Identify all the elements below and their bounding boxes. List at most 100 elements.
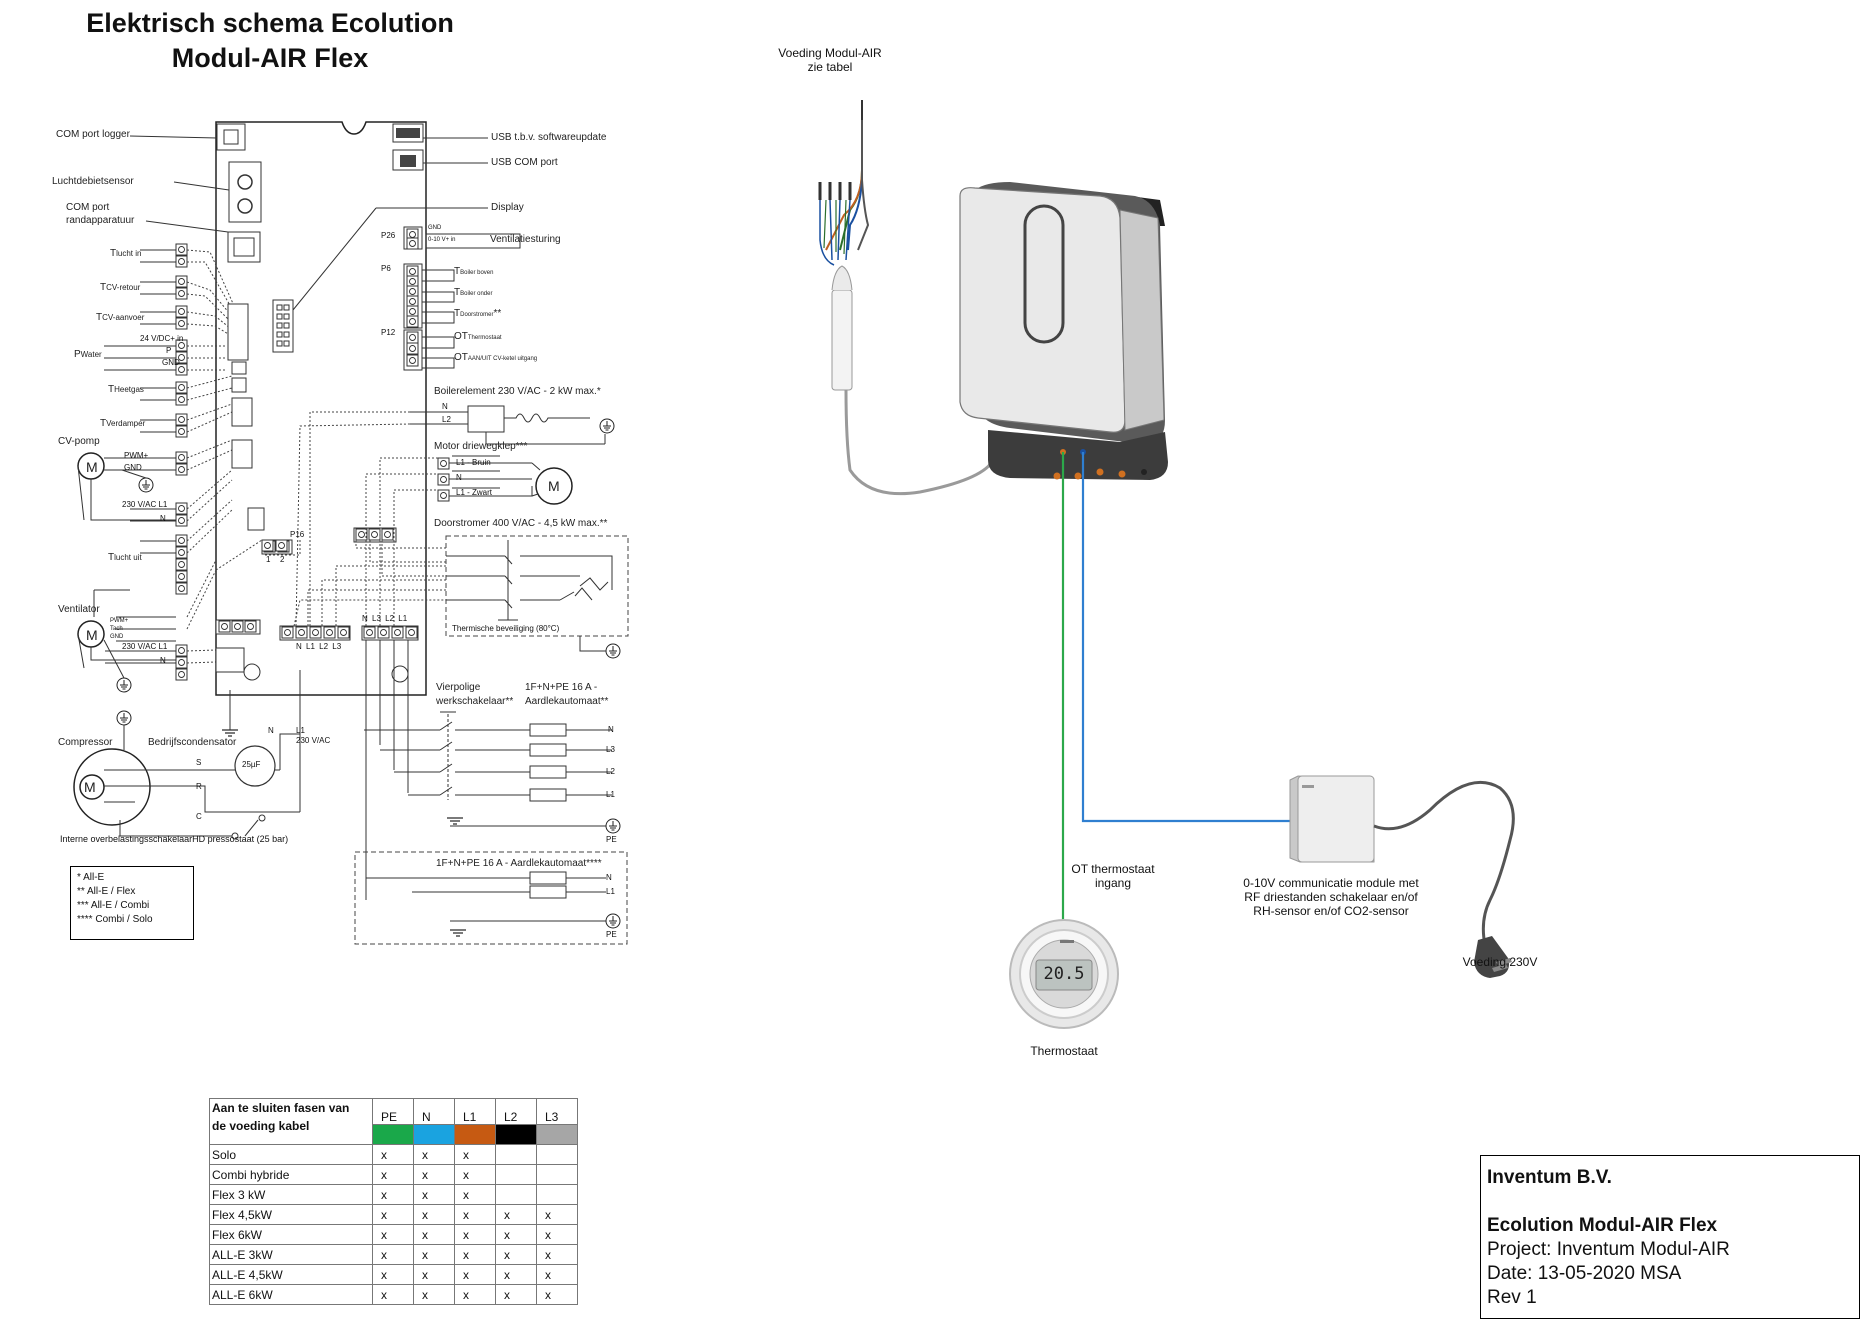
row-cell: x <box>413 1144 455 1165</box>
row-cell: x <box>454 1164 496 1185</box>
row-cell <box>536 1144 578 1165</box>
color-swatch-n <box>413 1124 455 1145</box>
label-c: C <box>196 812 202 821</box>
row-cell: x <box>372 1184 414 1205</box>
row-name: ALL-E 4,5kW <box>209 1264 373 1285</box>
label-t-lucht-uit: Tlucht uit <box>108 552 142 563</box>
thermostat-display: 20.5 <box>1043 964 1085 984</box>
label-display: Display <box>491 202 524 213</box>
label-motor-driewegklep: Motor driewegklep*** <box>434 441 528 452</box>
label-ventilator: Ventilator <box>58 604 100 615</box>
label-ot-aan-uit: OTAAN/UIT CV-ketel uitgang <box>454 352 538 363</box>
row-cell <box>536 1184 578 1205</box>
label-t-boiler-onder: TBoiler onder <box>454 287 493 298</box>
row-cell <box>495 1144 537 1165</box>
row-cell: x <box>454 1204 496 1225</box>
label-out2-n: N <box>606 873 612 882</box>
label-luchtdebietsensor: Luchtdebietsensor <box>52 176 134 187</box>
label-usb-com-port: USB COM port <box>491 157 558 168</box>
label-l1-zwart: L1 - Zwart <box>456 488 493 497</box>
label-doorstromer: Doorstromer 400 V/AC - 4,5 kW max.** <box>434 518 608 529</box>
label-p26-010: 0-10 V+ in <box>428 237 456 243</box>
label-pwm-vent: PWM+ <box>110 618 129 624</box>
legend-item: *** All-E / Combi <box>77 900 150 911</box>
motor-symbol-klep: M <box>548 478 560 494</box>
label-pe: PE <box>606 835 617 844</box>
row-name: Flex 4,5kW <box>209 1204 373 1225</box>
label-l1-bruin: L1 - Bruin <box>456 458 491 467</box>
row-cell: x <box>413 1244 455 1265</box>
label-cap: 25µF <box>242 760 261 769</box>
variant-legend: * All-E ** All-E / Flex *** All-E / Comb… <box>70 866 194 940</box>
label-t-cv-retour: TCV-retour <box>100 282 141 293</box>
row-cell: x <box>413 1164 455 1185</box>
label-230v-comp: 230 V/AC <box>296 736 331 745</box>
row-cell: x <box>413 1204 455 1225</box>
row-name: ALL-E 6kW <box>209 1284 373 1305</box>
label-gnd: GND <box>124 463 142 472</box>
label-p16-2: 2 <box>280 555 285 564</box>
label-p26-gnd: GND <box>428 225 442 231</box>
label-n-vent: N <box>160 656 166 665</box>
row-cell: x <box>372 1204 414 1225</box>
label-voeding-230v: Voeding 230V <box>1462 955 1538 969</box>
label-t-boiler-boven: TBoiler boven <box>454 266 494 277</box>
row-cell: x <box>454 1144 496 1165</box>
row-cell: x <box>536 1284 578 1305</box>
modul-air-unit <box>959 182 1168 480</box>
label-n: N <box>160 514 166 523</box>
label-aardlek-1b: Aardlekautomaat** <box>525 696 609 707</box>
color-swatch-pe <box>372 1124 414 1145</box>
label-com-port-1: COM port <box>66 202 110 213</box>
label-p-water: PWater <box>74 349 102 360</box>
legend-item: * All-E <box>77 872 105 883</box>
label-vierpolige-2: werkschakelaar** <box>436 696 514 707</box>
label-boilerelement: Boilerelement 230 V/AC - 2 kW max.* <box>434 386 601 397</box>
row-cell <box>536 1164 578 1185</box>
row-cell: x <box>413 1224 455 1245</box>
row-cell: x <box>536 1224 578 1245</box>
label-t-heetgas: THeetgas <box>108 384 144 395</box>
label-thermische-beveiliging: Thermische beveiliging (80°C) <box>452 624 560 633</box>
label-aardlek-1a: 1F+N+PE 16 A - <box>525 682 598 693</box>
label-communicatie-module: 0-10V communicatie module met RF driesta… <box>1243 876 1419 918</box>
label-out-n: N <box>608 725 614 734</box>
col-header-l2: L2 <box>495 1098 537 1125</box>
row-cell: x <box>495 1264 537 1285</box>
label-ot-thermostaat: OTThermostaat <box>454 331 502 342</box>
row-cell: x <box>495 1244 537 1265</box>
row-cell: x <box>536 1204 578 1225</box>
label-aardlek-2: 1F+N+PE 16 A - Aardlekautomaat**** <box>436 858 602 869</box>
label-t-verdamper: TVerdamper <box>100 418 146 429</box>
color-swatch-l3 <box>536 1124 578 1145</box>
row-cell: x <box>495 1204 537 1225</box>
thermostat-device <box>1009 919 1119 1029</box>
col-header-l1: L1 <box>454 1098 496 1125</box>
row-cell: x <box>372 1284 414 1305</box>
label-term-left: N L1 L2 L3 <box>296 642 342 651</box>
label-thermostaat: Thermostaat <box>1030 1044 1098 1058</box>
label-out2-l1: L1 <box>606 887 615 896</box>
row-name: Combi hybride <box>209 1164 373 1185</box>
label-compressor: Compressor <box>58 737 113 748</box>
label-p12: P12 <box>381 328 396 337</box>
rev-line: Rev 1 <box>1487 1287 1537 1308</box>
row-cell <box>495 1184 537 1205</box>
motor-symbol-comp: M <box>84 779 96 795</box>
legend-item: ** All-E / Flex <box>77 886 136 897</box>
date-line: Date: 13-05-2020 MSA <box>1487 1263 1682 1284</box>
label-pwm: PWM+ <box>124 451 149 460</box>
page-title: Elektrisch schema Ecolution Modul-AIR Fl… <box>86 8 454 73</box>
product-name: Ecolution Modul-AIR Flex <box>1487 1215 1718 1236</box>
label-tach: Tach <box>110 626 123 632</box>
row-cell: x <box>495 1224 537 1245</box>
row-name: Flex 6kW <box>209 1224 373 1245</box>
label-gnd-vent: GND <box>110 634 124 640</box>
